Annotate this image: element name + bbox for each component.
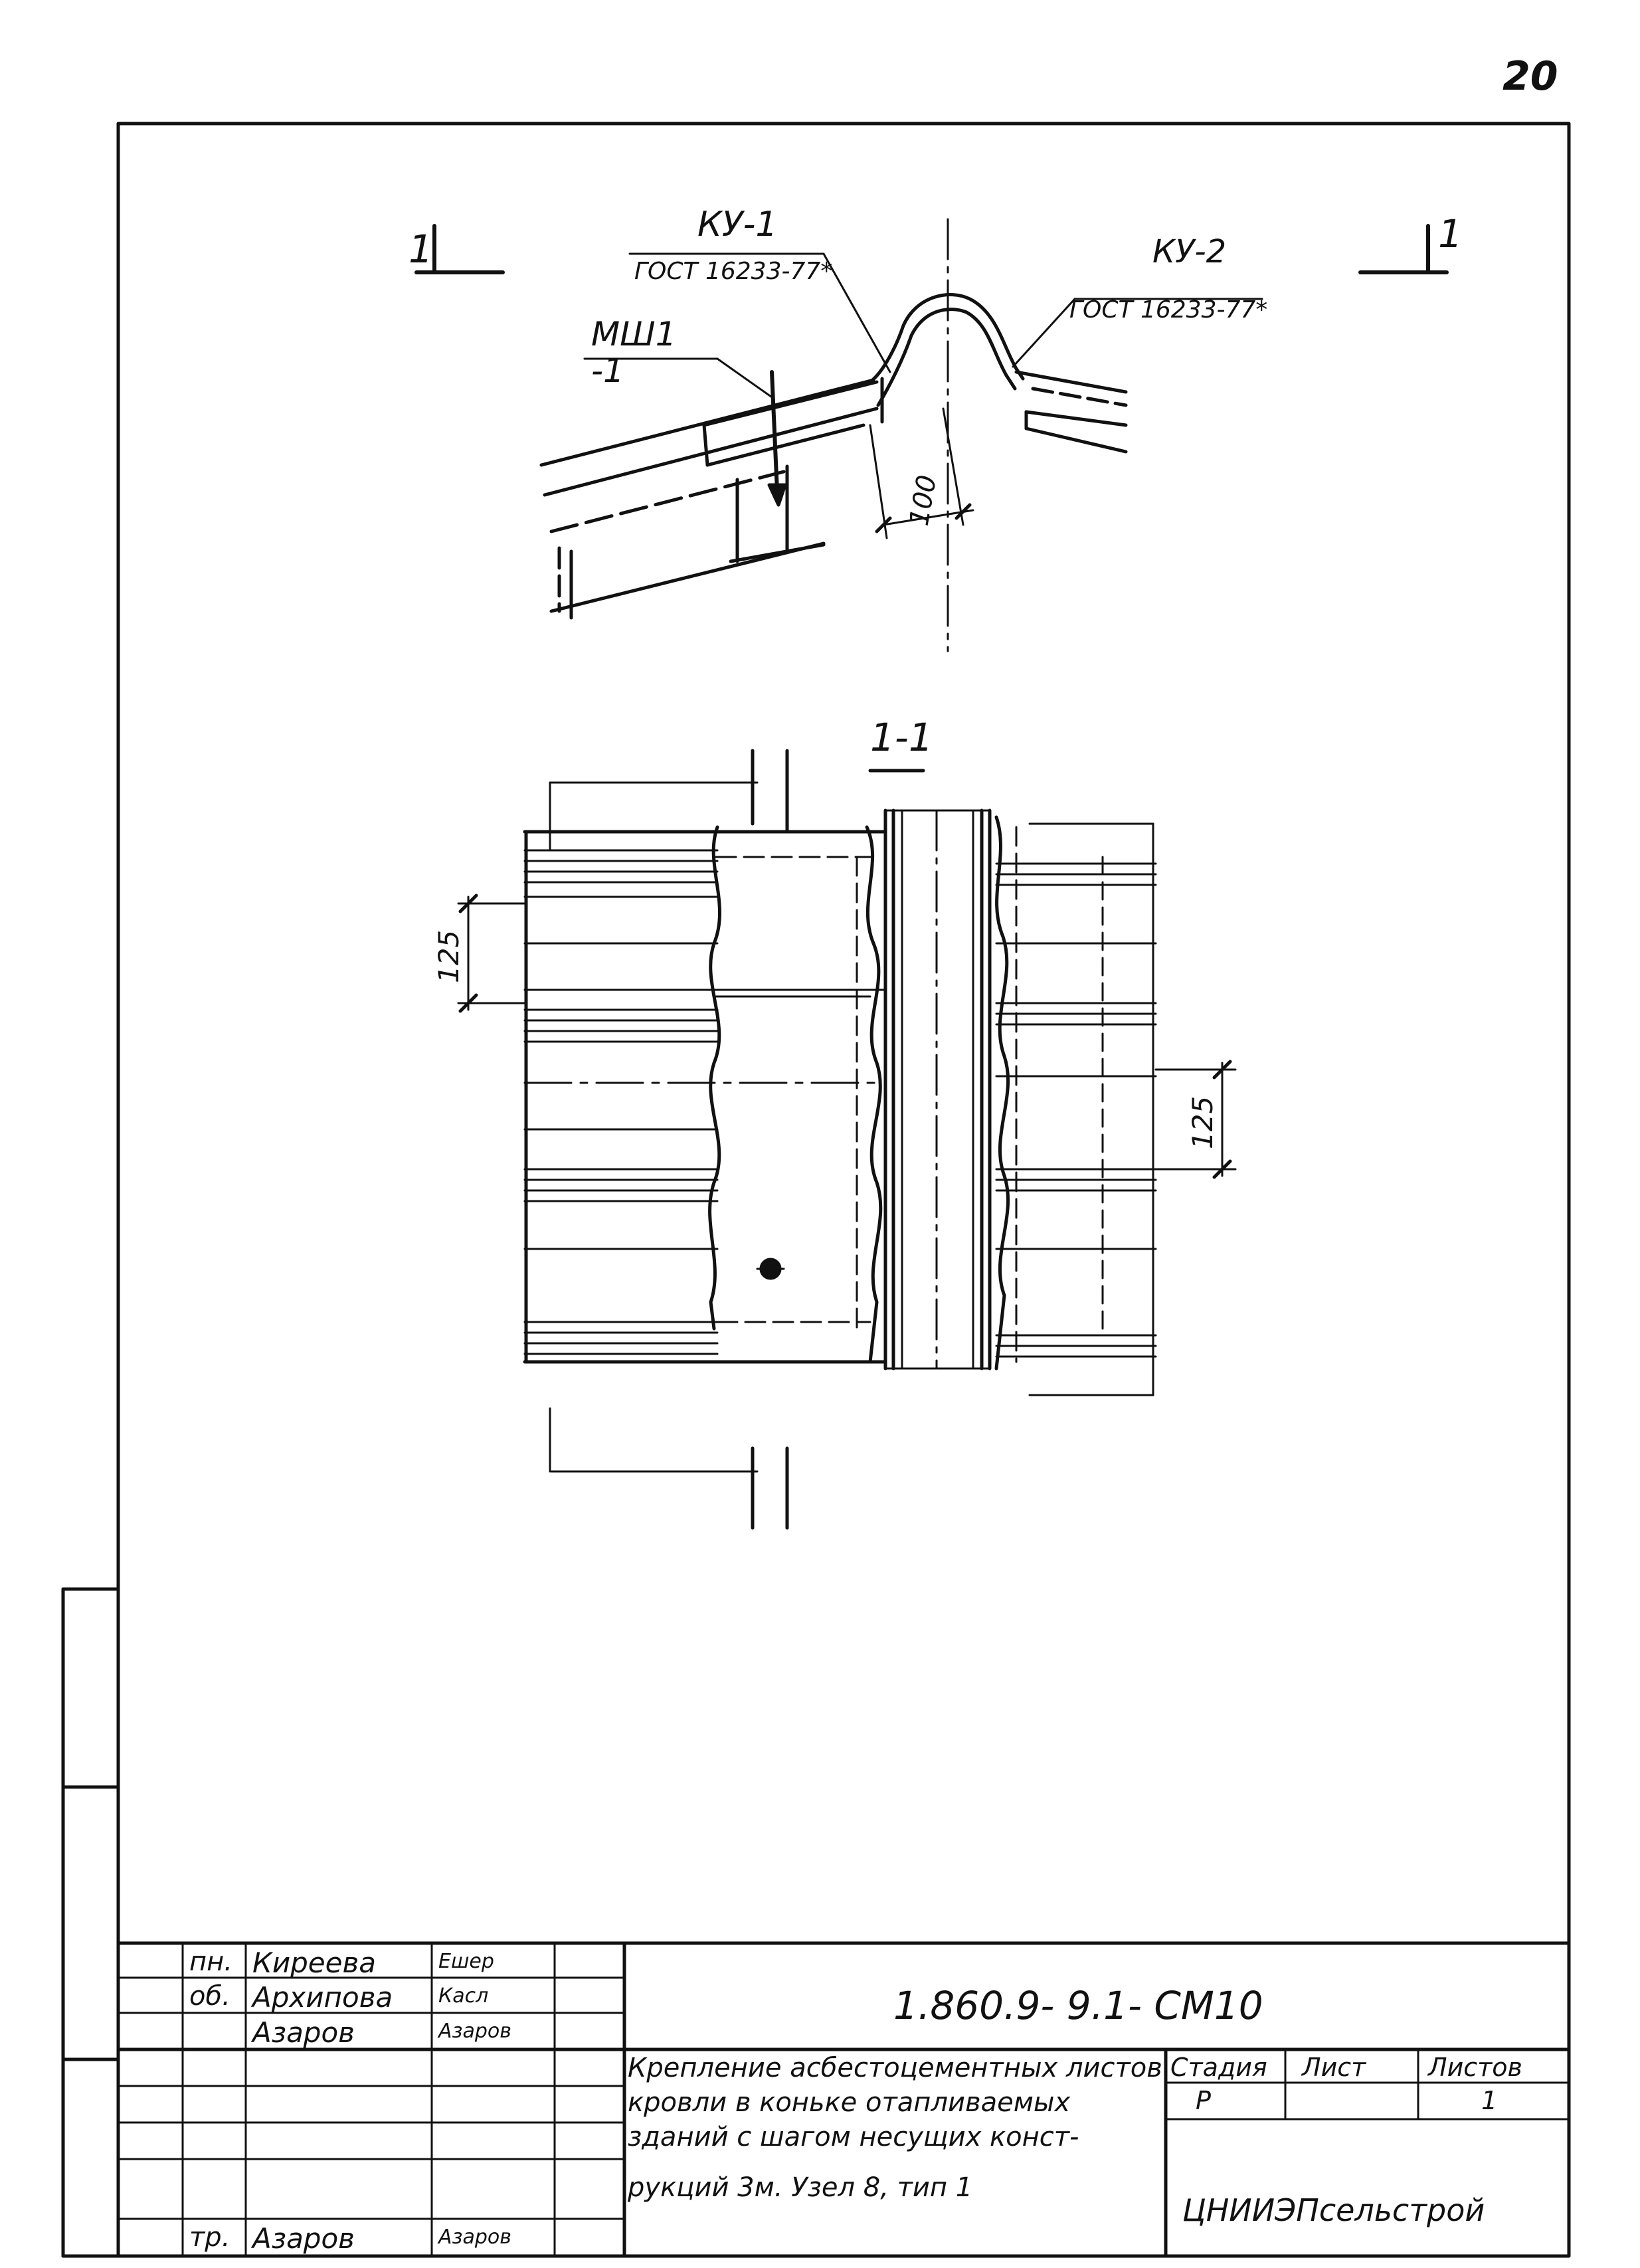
title-block [116,1941,1571,2258]
title-line-3: зданий с шагом несущих конст- [628,2122,1079,2152]
sheets-value: 1 [1481,2086,1498,2115]
side-stamp [61,1587,120,2258]
name-row-3: Азаров [252,2016,355,2049]
section-mark-right: 1 [1438,211,1463,256]
document-code: 1.860.9- 9.1- СМ10 [893,1983,1263,2028]
signature-row-3: Азаров [438,2020,511,2043]
signature-row-2: Касл [438,1984,489,2008]
ku1-standard: ГОСТ 16233-77* [634,258,832,285]
name-row-7: Азаров [252,2222,355,2255]
page-number: 20 [1503,53,1558,100]
name-row-2: Архипова [252,1981,393,2014]
drawing-frame [116,122,1571,2258]
signature-row-7: Азаров [438,2225,511,2249]
stage-label: Стадия [1170,2053,1267,2082]
ku2-label: КУ-2 [1152,233,1226,270]
ridge-detail [414,218,1449,652]
title-line-2: кровли в коньке отапливаемых [628,2087,1071,2118]
ku1-label: КУ-1 [697,205,777,244]
dim-125-left: 125 [432,930,465,983]
stage-value: Р [1196,2086,1211,2115]
dim-125-right: 125 [1186,1096,1219,1149]
sheet-label: Лист [1302,2053,1366,2082]
role-row-7: тр. [189,2222,230,2253]
title-line-1: Крепление асбестоцементных листов [628,2053,1162,2083]
section-mark-left: 1 [409,227,433,272]
sheets-label: Листов [1428,2053,1522,2082]
name-row-1: Киреева [252,1946,376,1979]
ku2-standard: ГОСТ 16233-77* [1069,296,1267,324]
msh1-label: МШ1 [591,315,676,353]
organization: ЦНИИЭПсельстрой [1182,2192,1485,2228]
section-1-1 [457,749,1237,1530]
role-row-2: об. [189,1981,230,2012]
role-row-1: пн. [189,1946,233,1977]
section-title: 1-1 [870,715,933,760]
dim-100: 100 [904,473,943,528]
msh1-qty: -1 [591,351,624,390]
signature-row-1: Ешер [438,1950,494,1973]
title-line-4: рукций 3м. Узел 8, тип 1 [628,2172,973,2203]
